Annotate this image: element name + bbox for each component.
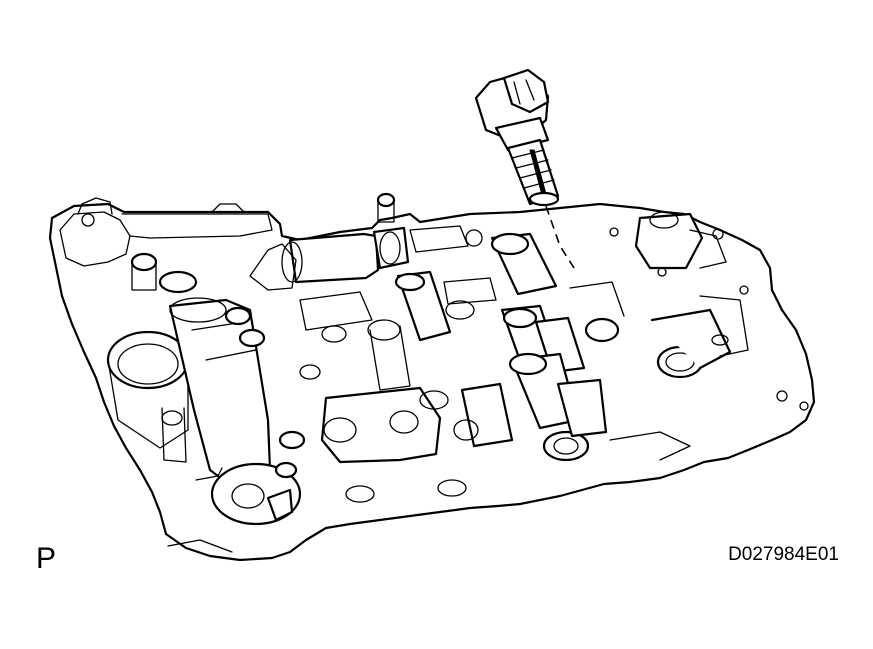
view-label: P (36, 542, 57, 575)
lower-plate (299, 300, 608, 503)
right-side (584, 211, 809, 411)
upper-spool (288, 232, 380, 284)
shift-solenoid (474, 68, 560, 207)
left-bracket (59, 211, 131, 267)
figure-code: D027984E01 (728, 544, 839, 565)
valve-body (48, 192, 816, 562)
lower-boss (210, 462, 302, 526)
